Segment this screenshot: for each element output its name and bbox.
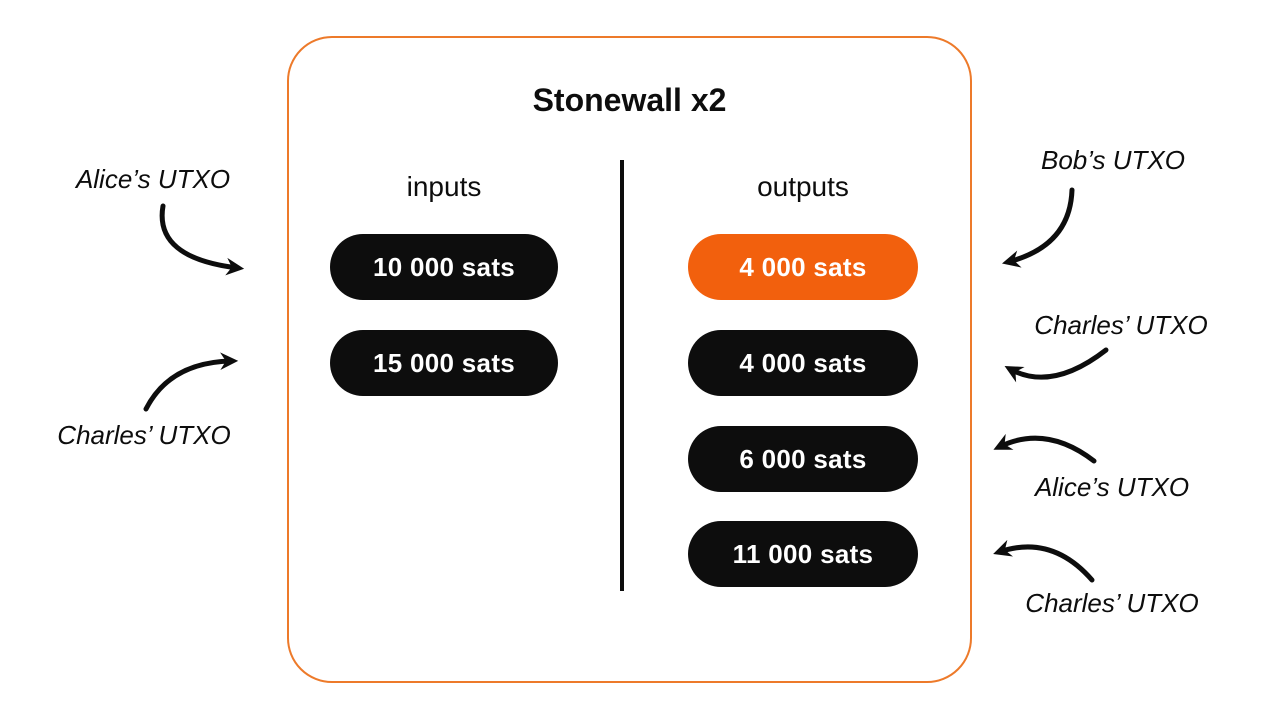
diagram-title: Stonewall x2 <box>532 82 727 118</box>
transaction-box-border <box>287 36 972 683</box>
output-pill-2: 4 000 sats <box>688 330 918 396</box>
output-pill-1: 4 000 sats <box>688 234 918 300</box>
input-pill-1: 10 000 sats <box>330 234 558 300</box>
inputs-outputs-divider <box>620 160 624 591</box>
arrow-charles-to-output-4 <box>993 539 1095 583</box>
outputs-column-label: outputs <box>757 171 849 202</box>
annotation-charles-input: Charles’ UTXO <box>57 420 231 450</box>
arrow-charles-to-input-2 <box>143 352 239 412</box>
arrow-alice-to-output-3 <box>993 433 1097 464</box>
annotation-charles-output-2: Charles’ UTXO <box>1025 588 1199 618</box>
output-pill-3: 6 000 sats <box>688 426 918 492</box>
output-pill-4: 11 000 sats <box>688 521 918 587</box>
annotation-bob-output: Bob’s UTXO <box>1040 145 1185 175</box>
arrow-bob-to-output-1 <box>1001 187 1075 268</box>
inputs-column-label: inputs <box>406 171 482 202</box>
annotation-alice-input: Alice’s UTXO <box>75 164 231 194</box>
arrow-charles-to-output-2 <box>1004 347 1109 383</box>
annotation-charles-output: Charles’ UTXO <box>1034 310 1208 340</box>
annotation-alice-output: Alice’s UTXO <box>1034 472 1190 502</box>
input-pill-2: 15 000 sats <box>330 330 558 396</box>
arrow-alice-to-input-1 <box>159 203 245 276</box>
